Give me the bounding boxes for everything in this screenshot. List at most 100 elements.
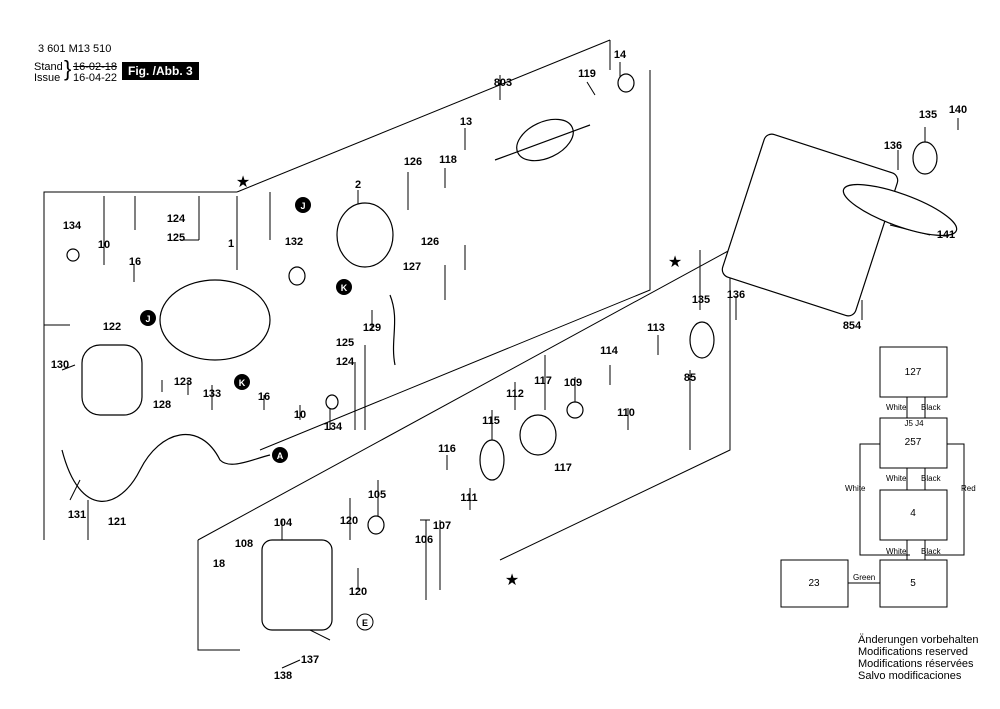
wire-label: White — [886, 403, 907, 412]
callout-label: K — [239, 378, 246, 388]
part-label: 107 — [433, 520, 451, 532]
part-label: 104 — [274, 517, 293, 529]
bearing-14 — [617, 73, 635, 93]
part-label: 111 — [460, 492, 477, 504]
part-label: 126 — [421, 236, 439, 248]
note-line: Salvo modificaciones — [858, 670, 962, 682]
wiring-box-labels: 127 257 4 23 5 J5 J4 — [808, 367, 924, 589]
callout-label: J — [300, 201, 305, 211]
callout-label: E — [362, 618, 368, 628]
document-number: 3 601 M13 510 — [38, 43, 112, 55]
part-label: 110 — [617, 407, 635, 419]
part-label: 106 — [415, 534, 433, 546]
part-label: 137 — [301, 654, 319, 666]
wire-label: Black — [921, 403, 942, 412]
cable-121 — [61, 433, 271, 502]
part-label: 105 — [368, 489, 386, 501]
issue-date: 16-04-22 — [73, 72, 118, 84]
part-label: 138 — [274, 670, 292, 682]
figure-tag: Fig. /Abb. 3 — [122, 62, 199, 80]
part-label: 116 — [438, 443, 456, 455]
part-label: 136 — [727, 289, 745, 301]
wire-labels: White Black White Black White Red White … — [845, 403, 976, 582]
part-label: 112 — [506, 388, 524, 400]
bearing-134 — [66, 248, 80, 262]
bearing-flange-part — [519, 414, 557, 456]
wiring-box-label: 127 — [905, 367, 922, 378]
wire-label: White — [886, 547, 907, 556]
part-label: 136 — [884, 140, 902, 152]
part-label: 114 — [600, 345, 619, 357]
part-label: 117 — [554, 462, 572, 474]
part-label: 10 — [294, 409, 306, 421]
part-label: 14 — [614, 49, 627, 61]
note-line: Modifications reserved — [858, 646, 969, 658]
part-label: 120 — [340, 515, 358, 527]
wire-lead-129 — [389, 294, 396, 366]
callout-label: J — [145, 314, 150, 324]
part-label: 124 — [336, 356, 355, 368]
gear-housing-part — [261, 539, 333, 631]
connector-label: J5 J4 — [904, 419, 924, 428]
upper-group-top — [236, 39, 611, 193]
callout-markers: J J K K A E — [140, 197, 374, 631]
pulley-lower-part — [689, 321, 715, 359]
star-symbol: ★ — [236, 174, 250, 191]
part-label: 115 — [482, 415, 500, 427]
part-label: 10 — [98, 239, 110, 251]
part-label: 108 — [235, 538, 253, 550]
part-label: 134 — [63, 220, 82, 232]
wiring-box-label: 4 — [910, 508, 916, 519]
wire-label: Black — [921, 547, 942, 556]
part-numbers: 803 119 14 13 118 126 2 124 125 1 134 10… — [51, 49, 967, 682]
wiring-box-label: 5 — [910, 578, 916, 589]
issue-label: Issue — [34, 72, 61, 84]
part-label: 123 — [174, 376, 192, 388]
lower-group-bracket — [197, 540, 240, 651]
wire-label: Green — [853, 573, 875, 582]
part-label: 135 — [692, 294, 710, 306]
part-label: 128 — [153, 399, 171, 411]
part-label: 121 — [108, 516, 126, 528]
part-label: 119 — [578, 68, 596, 80]
part-label: 134 — [324, 421, 343, 433]
part-label: 131 — [68, 509, 86, 521]
end-shield-part — [81, 344, 143, 416]
part-label: 117 — [534, 375, 552, 387]
part-label: 135 — [919, 109, 937, 121]
bearing-105 — [367, 515, 385, 535]
wiring-diagram — [780, 346, 965, 608]
part-label: 122 — [103, 321, 121, 333]
part-label: 141 — [937, 229, 955, 241]
brace-symbol: } — [64, 56, 72, 81]
part-label: 13 — [460, 116, 472, 128]
upper-group-bracket — [43, 191, 237, 540]
part-label: 132 — [285, 236, 303, 248]
callout-label: A — [277, 451, 284, 461]
upper-group-right — [259, 70, 651, 451]
part-label: 16 — [258, 391, 270, 403]
lower-group-right — [499, 250, 731, 561]
small-bearing — [566, 401, 584, 419]
field-coil-part — [336, 202, 394, 268]
motor-housing-part — [159, 279, 271, 361]
star-symbol: ★ — [668, 254, 682, 271]
part-label: 124 — [167, 213, 186, 225]
pulley-part — [912, 141, 938, 175]
part-label: 133 — [203, 388, 221, 400]
stand-label: Stand — [34, 61, 63, 73]
wiring-box-label: 23 — [808, 578, 820, 589]
part-label: 18 — [213, 558, 225, 570]
part-label: 125 — [336, 337, 354, 349]
part-label: 16 — [129, 256, 141, 268]
note-line: Modifications réservées — [858, 658, 974, 670]
part-label: 113 — [647, 322, 665, 334]
bearing-132 — [288, 266, 306, 286]
wiring-box-label: 257 — [905, 437, 922, 448]
part-label: 125 — [167, 232, 185, 244]
part-label: 120 — [349, 586, 367, 598]
wire-label: Red — [961, 484, 976, 493]
star-symbol: ★ — [505, 572, 519, 589]
star-markers: ★ ★ ★ — [236, 174, 682, 589]
